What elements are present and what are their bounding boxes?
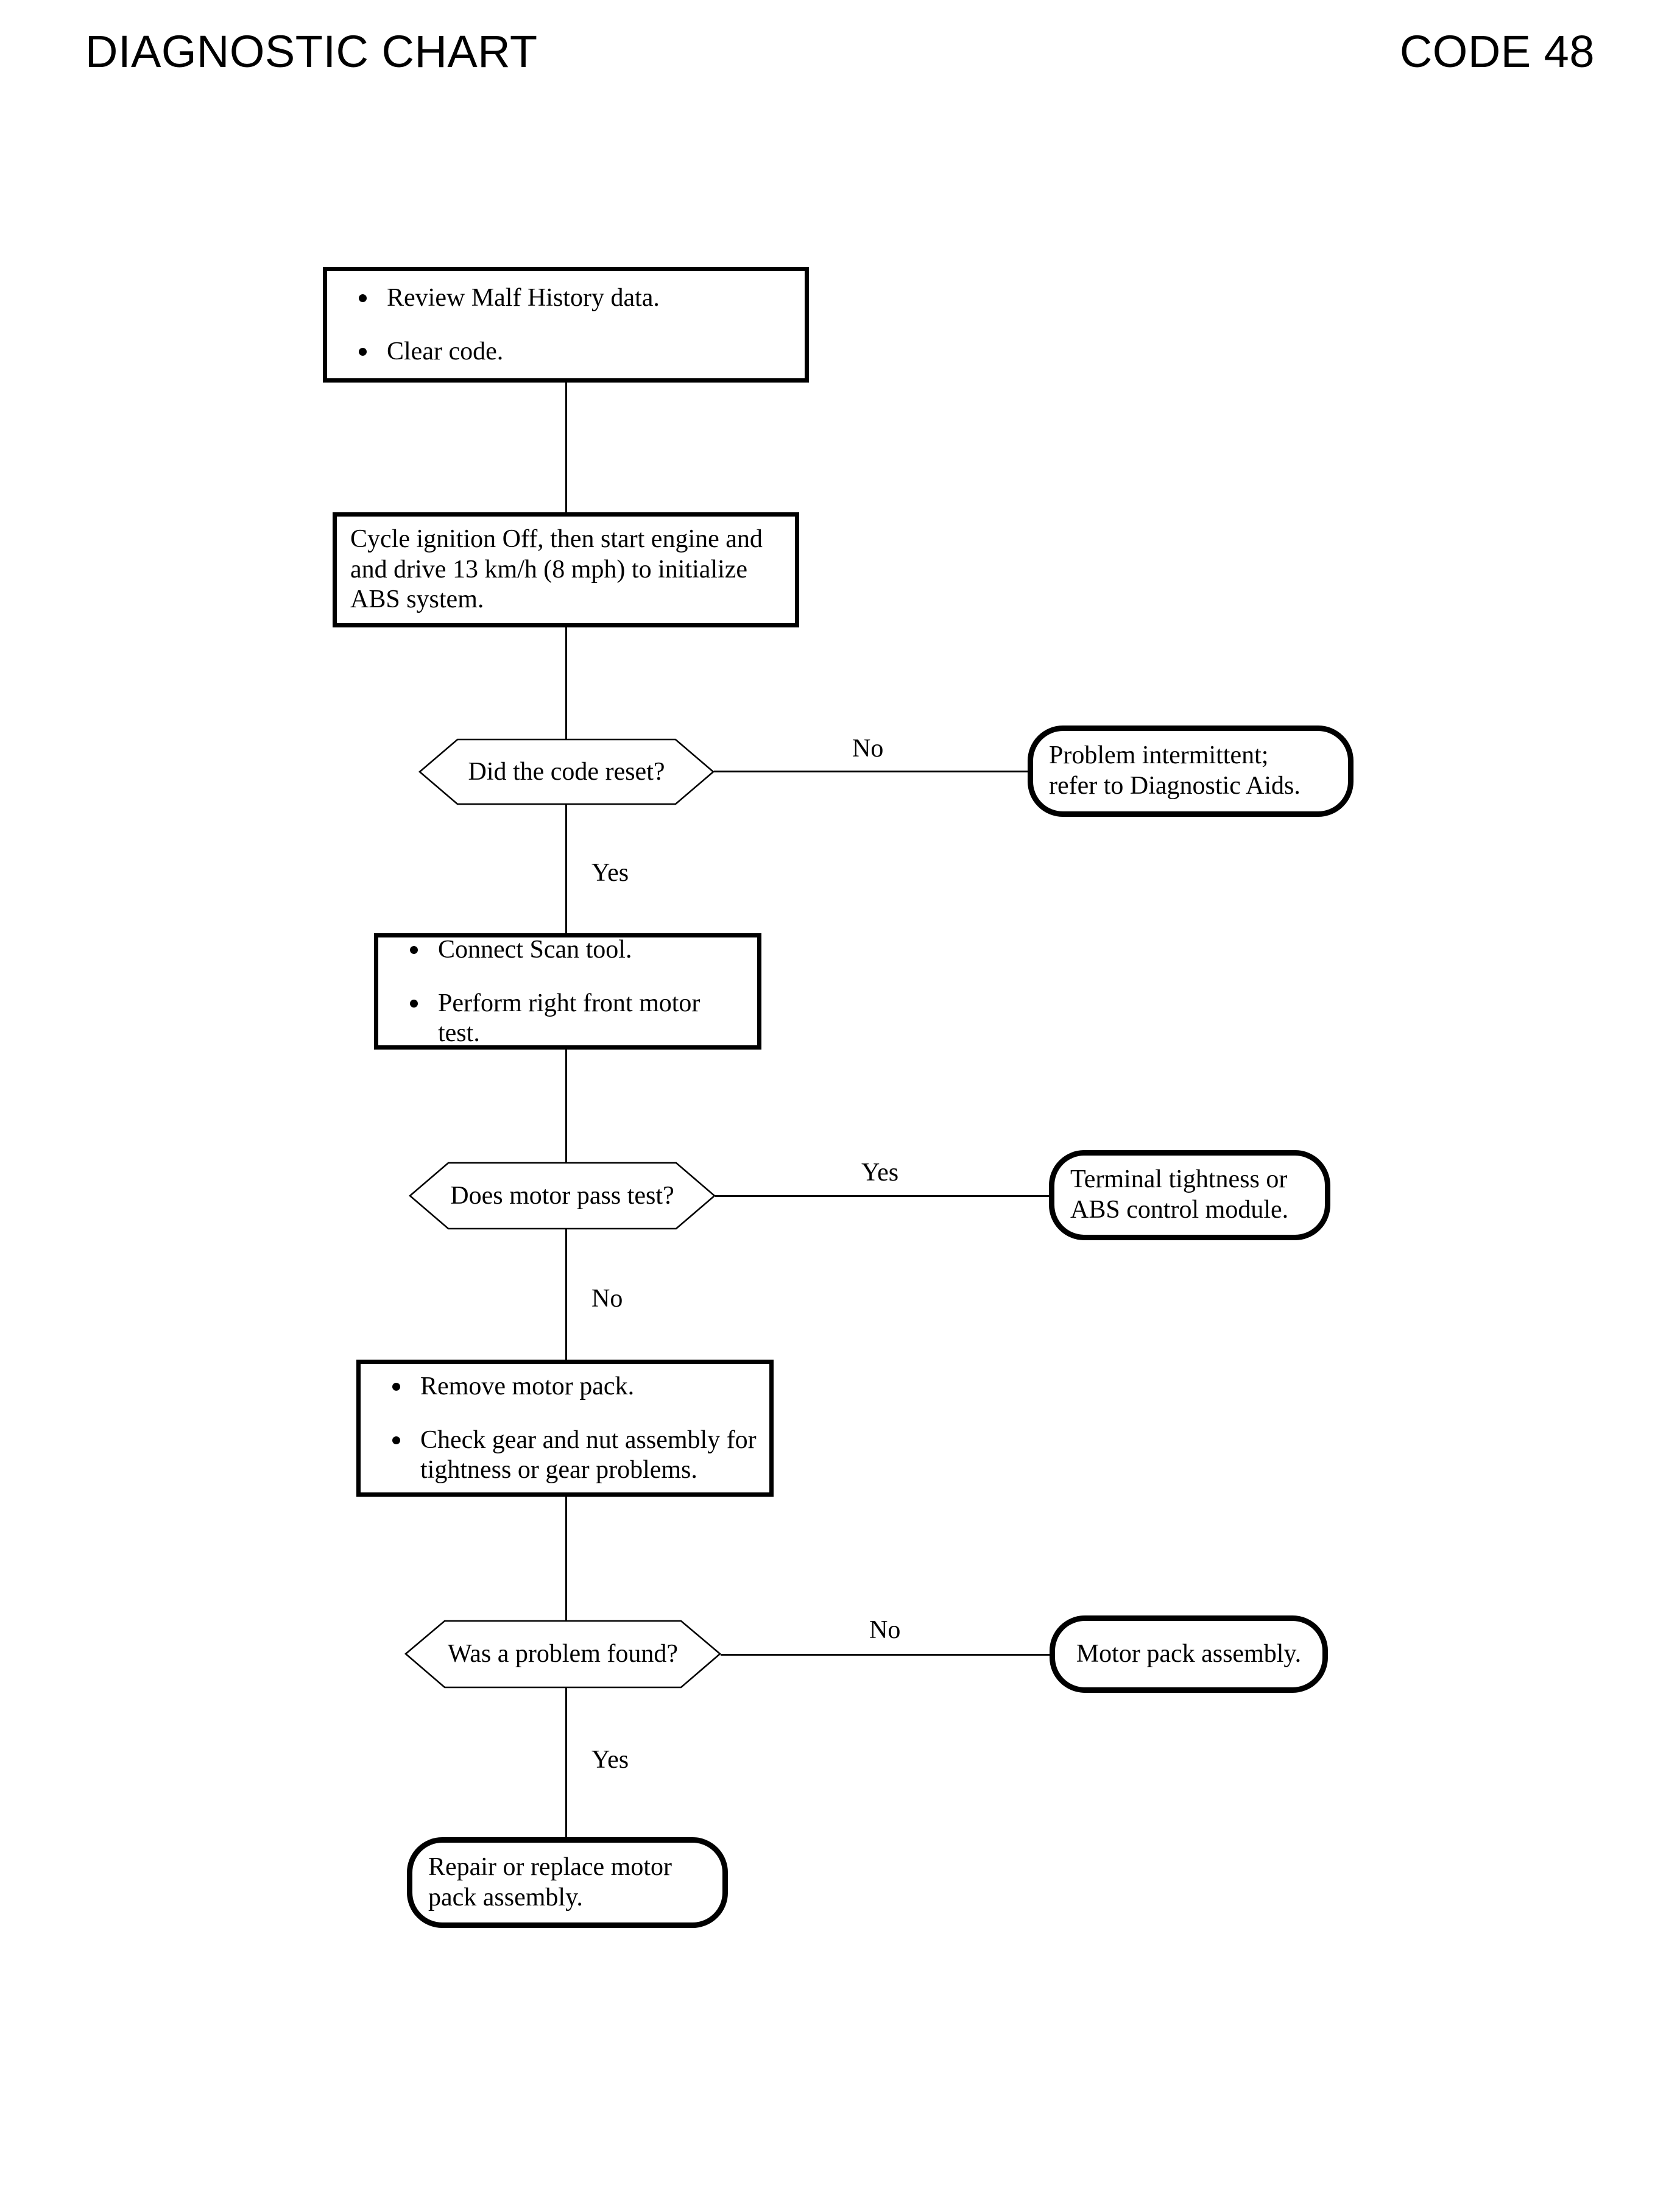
process-box-review-clear: Review Malf History data. Clear code.: [323, 267, 809, 383]
connector-box4-to-decision3: [565, 1497, 567, 1622]
decision-label: Does motor pass test?: [450, 1181, 674, 1210]
process-text: Cycle ignition Off, then start engine an…: [337, 524, 795, 615]
text-line: Terminal tightness or: [1070, 1165, 1288, 1194]
terminal-text: Terminal tightness or ABS control module…: [1054, 1165, 1325, 1225]
connector-box2-to-decision1: [565, 627, 567, 740]
hexagon-shape: [419, 739, 714, 805]
decision-does-motor-pass-test: Does motor pass test?: [409, 1162, 715, 1229]
connector-box1-to-box2: [565, 383, 567, 512]
decision-label: Was a problem found?: [448, 1640, 678, 1668]
text-line: Cycle ignition Off, then start engine an…: [350, 525, 763, 554]
bullet-text: Review Malf History data.: [387, 283, 660, 312]
connector-decision1-no: [714, 771, 1028, 772]
process-box-cycle-ignition: Cycle ignition Off, then start engine an…: [333, 512, 799, 627]
terminal-problem-intermittent: Problem intermittent; refer to Diagnosti…: [1028, 725, 1354, 817]
bullet-text-line: Check gear and nut assembly for: [420, 1426, 757, 1455]
text-line: ABS control module.: [1070, 1196, 1289, 1224]
branch-label-no: No: [852, 735, 884, 763]
bullet-text: Perform right front motor test.: [438, 989, 701, 1047]
process-box-scan-tool: Connect Scan tool. Perform right front m…: [374, 933, 761, 1050]
connector-decision3-no: [721, 1654, 1050, 1656]
list-item: Perform right front motor test.: [406, 989, 746, 1048]
terminal-motor-pack-assembly: Motor pack assembly.: [1050, 1615, 1328, 1693]
code-label: CODE 48: [1399, 26, 1595, 77]
terminal-terminal-tightness: Terminal tightness or ABS control module…: [1049, 1150, 1330, 1240]
branch-label-yes: Yes: [861, 1159, 899, 1187]
hexagon-shape: [409, 1162, 715, 1229]
connector-decision1-yes: [565, 805, 567, 934]
terminal-text: Motor pack assembly.: [1055, 1639, 1322, 1670]
bullet-list: Review Malf History data. Clear code.: [327, 283, 805, 367]
decision-was-problem-found: Was a problem found?: [405, 1620, 721, 1688]
hexagon-shape: [405, 1620, 721, 1688]
bullet-text: Clear code.: [387, 337, 504, 365]
process-box-remove-motor-pack: Remove motor pack. Check gear and nut as…: [356, 1360, 774, 1497]
bullet-list: Connect Scan tool. Perform right front m…: [378, 935, 757, 1048]
list-item: Connect Scan tool.: [406, 935, 746, 964]
list-item: Review Malf History data.: [355, 283, 794, 312]
bullet-text-line: tightness or gear problems.: [420, 1455, 697, 1484]
connector-decision2-no: [565, 1229, 567, 1360]
bullet-text: Connect Scan tool.: [438, 936, 632, 964]
decision-did-code-reset: Did the code reset?: [419, 739, 714, 805]
bullet-text: Remove motor pack.: [420, 1372, 635, 1401]
branch-label-yes: Yes: [591, 859, 629, 887]
terminal-text: Repair or replace motor pack assembly.: [412, 1852, 722, 1913]
terminal-repair-replace-motor-pack: Repair or replace motor pack assembly.: [407, 1837, 728, 1928]
terminal-text: Problem intermittent; refer to Diagnosti…: [1033, 741, 1348, 801]
decision-label: Did the code reset?: [468, 757, 665, 786]
text-line: Repair or replace motor: [428, 1852, 672, 1881]
branch-label-no: No: [869, 1616, 901, 1644]
list-item: Remove motor pack.: [389, 1372, 758, 1401]
list-item: Clear code.: [355, 337, 794, 366]
connector-box3-to-decision2: [565, 1050, 567, 1163]
connector-decision2-yes: [715, 1195, 1049, 1197]
list-item: Check gear and nut assembly for tightnes…: [389, 1425, 758, 1485]
bullet-list: Remove motor pack. Check gear and nut as…: [361, 1372, 769, 1485]
text-line: ABS system.: [350, 585, 484, 614]
text-line: Motor pack assembly.: [1076, 1639, 1302, 1668]
text-line: Problem intermittent;: [1049, 741, 1269, 770]
text-line: pack assembly.: [428, 1883, 583, 1912]
connector-decision3-yes: [565, 1688, 567, 1862]
text-line: and drive 13 km/h (8 mph) to initialize: [350, 555, 748, 584]
page-title: DIAGNOSTIC CHART: [85, 26, 538, 77]
branch-label-no: No: [591, 1285, 623, 1313]
text-line: refer to Diagnostic Aids.: [1049, 772, 1301, 800]
branch-label-yes: Yes: [591, 1746, 629, 1774]
